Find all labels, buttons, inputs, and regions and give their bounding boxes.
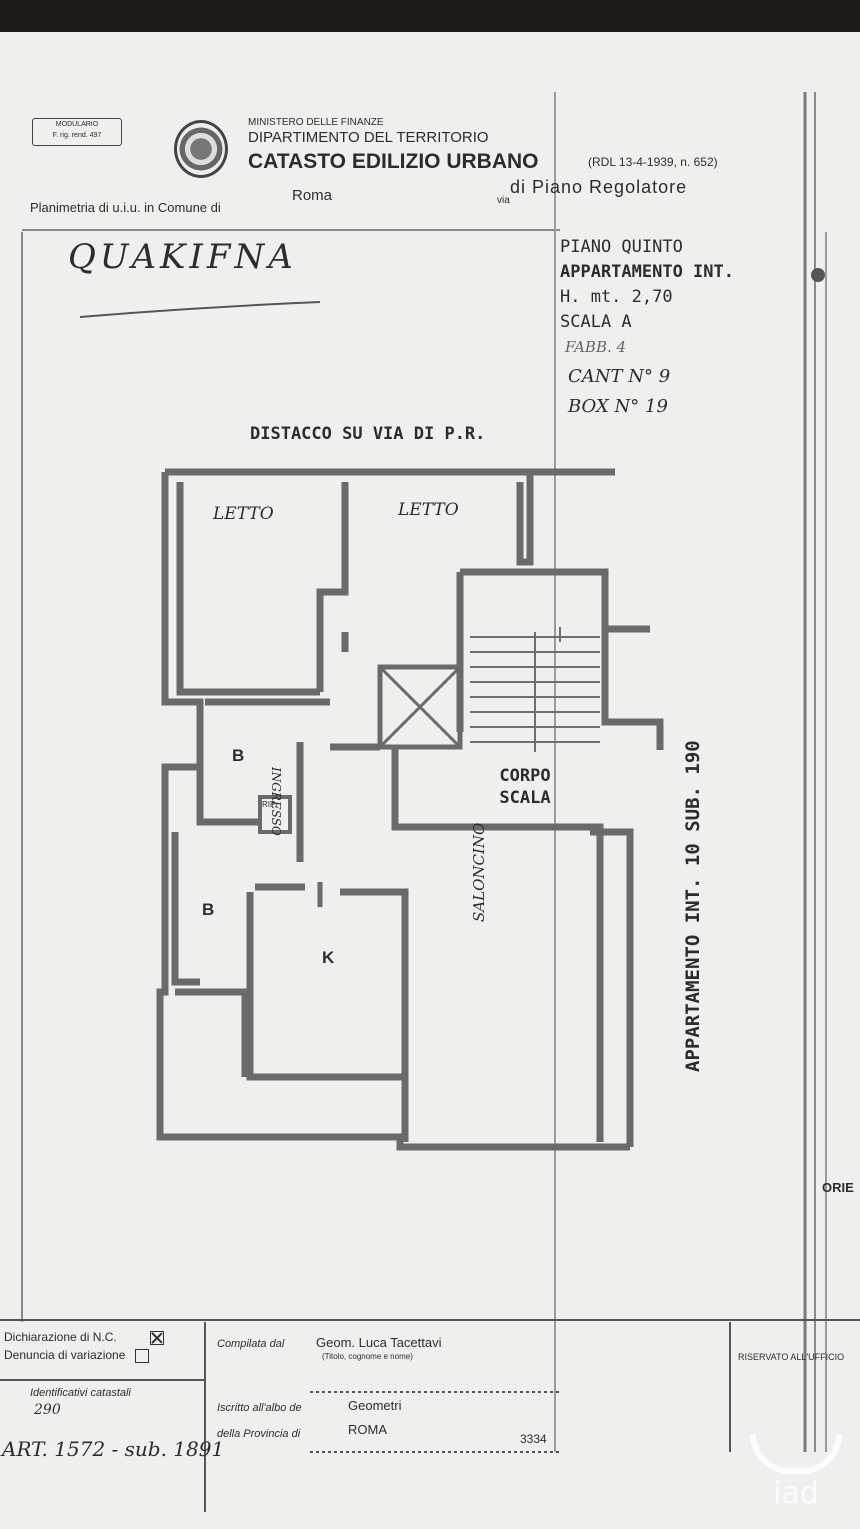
via-label: via: [497, 195, 510, 206]
room-kitchen: K: [322, 948, 335, 967]
room-closet: RIP.: [262, 800, 277, 809]
room-bed1: LETTO: [213, 504, 274, 524]
dichiarazione-row: Dichiarazione di N.C.: [4, 1330, 165, 1345]
via-value: di Piano Regolatore: [510, 177, 688, 197]
dichiarazione-checkbox: [150, 1330, 165, 1345]
riservato-label: RISERVATO ALL'UFFICIO: [738, 1352, 845, 1362]
iscritto-value: Geometri: [348, 1398, 402, 1413]
registry-title: CATASTO EDILIZIO URBANO: [248, 150, 539, 173]
form-code-box: MODULARIO F. rig. rend. 497: [32, 118, 122, 146]
orientation-partial: ORIE: [822, 1180, 854, 1195]
room-living: SALONCINO: [470, 822, 488, 922]
room-bed2: LETTO: [398, 500, 459, 520]
floor-plan-drawing: [0, 92, 860, 1512]
handwritten-title: QUAKIFNA: [68, 237, 297, 277]
apartment-label: APPARTAMENTO INT.: [560, 262, 734, 282]
height-label: H. mt. 2,70: [560, 287, 673, 307]
identificativi-label: Identificativi catastali: [30, 1387, 131, 1399]
denuncia-label: Denuncia di variazione: [4, 1348, 126, 1362]
floor-label: PIANO QUINTO: [560, 237, 683, 257]
iad-watermark: iad: [750, 1434, 842, 1511]
planimetry-label: Planimetria di u.i.u. in Comune di: [30, 200, 221, 215]
compilata-label: Compilata dal: [217, 1338, 285, 1350]
law-reference: (RDL 13-4-1939, n. 652): [588, 155, 718, 169]
provincia-label: della Provincia di: [217, 1428, 301, 1440]
dichiarazione-label: Dichiarazione di N.C.: [4, 1330, 117, 1344]
emblem-icon: [174, 120, 228, 178]
iad-logo-icon: [750, 1434, 842, 1474]
stair-label: SCALA A: [560, 312, 632, 332]
room-entrance: INGRESSO: [269, 767, 283, 836]
registration-number: 3334: [520, 1432, 547, 1446]
compilata-value: Geom. Luca Tacettavi: [316, 1335, 442, 1350]
provincia-value: ROMA: [348, 1422, 387, 1437]
room-bath2: B: [202, 900, 215, 919]
department: DIPARTIMENTO DEL TERRITORIO: [248, 129, 489, 146]
building-label: FABB. 4: [565, 338, 627, 356]
room-bath1: B: [232, 746, 245, 765]
room-stairs: CORPO SCALA: [499, 766, 551, 808]
denuncia-row: Denuncia di variazione: [4, 1348, 149, 1363]
ministry: MINISTERO DELLE FINANZE: [248, 117, 384, 128]
form-box-line2: F. rig. rend. 497: [52, 132, 102, 139]
cadastral-sheet: MODULARIO F. rig. rend. 497 MINISTERO DE…: [0, 32, 860, 1529]
cellar-label: CANT N° 9: [568, 366, 671, 387]
box-label: BOX N° 19: [568, 396, 668, 417]
side-apartment-label: APPARTAMENTO INT. 10 SUB. 190: [682, 740, 704, 1072]
denuncia-checkbox: [134, 1348, 149, 1363]
comune-value: Roma: [292, 187, 333, 204]
compilata-sub: (Titolo, cognome e nome): [322, 1352, 413, 1361]
handwritten-note: ART. 1572 - sub. 1891: [2, 1437, 225, 1461]
iscritto-label: Iscritto all'albo de: [217, 1402, 302, 1414]
form-box-line1: MODULARIO: [55, 121, 99, 128]
distance-label: DISTACCO SU VIA DI P.R.: [250, 424, 486, 444]
foglio-value: 290: [34, 1402, 61, 1418]
iad-brand: iad: [773, 1476, 819, 1511]
